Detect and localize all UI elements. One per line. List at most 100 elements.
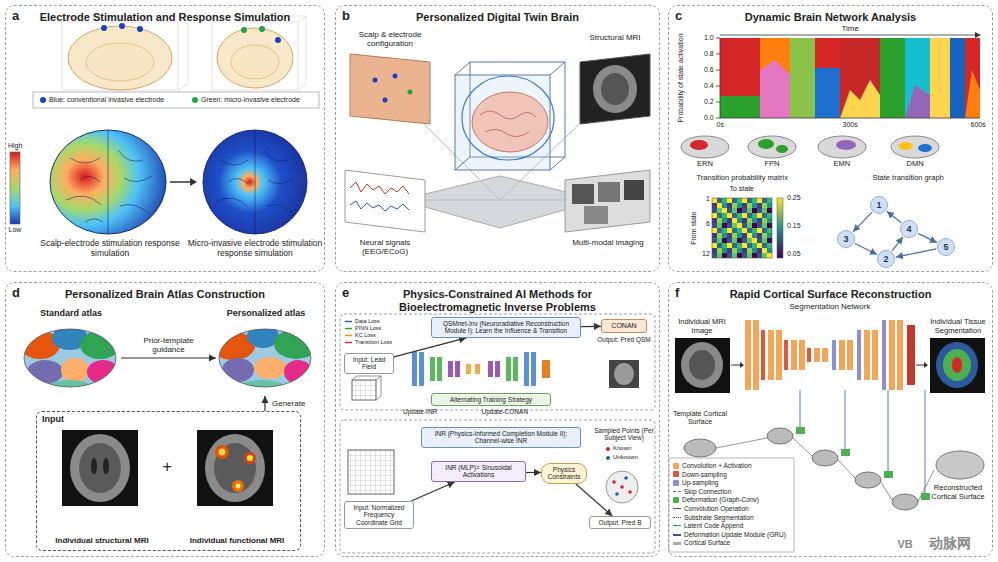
legend-item: Up-sampling [673,479,719,486]
tissue-segmentation-image [952,357,962,373]
connector [264,396,265,411]
network-layer [412,352,417,386]
functional-mri [247,455,253,461]
annotation-label: To state [730,185,755,193]
transparent-head [86,43,154,81]
cortical-surface [936,451,984,479]
legend-frame [669,458,794,552]
electrode-dot [101,25,107,31]
board-scalp [383,98,388,103]
chart-axis [720,38,980,118]
process-box: CONAN [601,319,647,333]
chart-axis [716,35,980,118]
mri-input-image [689,350,715,380]
annotation-label: 0.15 [787,222,801,230]
transition-heatmap [712,198,783,258]
loss-sample [345,321,352,322]
board-scalp [373,78,378,83]
sampled-points [606,447,610,451]
structural-mri [91,458,97,474]
network-brain-icon [681,136,729,158]
wireframe-cube [455,75,550,170]
annotation-label: Known [613,445,631,452]
functional-mri [197,430,273,506]
annotation-label: VB [898,538,913,551]
electrode-dot [137,26,143,32]
node-label: Input: Lead Field [348,356,390,371]
node-label: INR (Physics-Informed Completion Module … [425,430,577,445]
functional-mri [197,430,273,506]
connector [526,472,541,473]
panel-title: Electrode Stimulation and Response Simul… [22,11,308,24]
segmentation-layer [745,320,915,390]
connector [853,212,872,232]
annotation-label: Individual MRI Image [672,318,732,335]
segmentation-layer [907,325,915,385]
personalized-atlas-brain [211,324,318,396]
legend-sample [673,508,681,509]
flow-arrow [190,178,197,186]
annotation-label: Neural signals (EEG/ECoG) [340,238,430,256]
tissue-segmentation-image [930,338,985,393]
annotation-label: Time [842,24,859,33]
legend-item: Convolution + Activation [673,462,752,469]
annotation-label: 300s [843,121,858,129]
standard-atlas-brain [61,358,89,382]
annotation-label: FPN [765,160,780,169]
legend-text: Blue: conventional invasive electrode [49,96,164,104]
module-frame [340,314,655,553]
loss-sample [345,328,352,329]
legend-swatch [673,463,679,469]
electrode-dot [275,37,281,43]
sampled-points [624,476,628,480]
board-scalp [350,54,430,124]
legend-sample [673,534,681,536]
kspace-grid [348,450,394,494]
grid-box-lines [62,16,188,90]
brain-model [480,111,536,137]
legend-text: Deformation Update Module (GRU) [684,531,786,538]
stacked-area-chart [815,68,840,118]
legend-sample [673,491,681,492]
board-scalp [393,74,398,79]
segmentation-layer [784,340,788,370]
mri-image-box: Individual functional MRI [187,428,287,548]
network-layer [437,357,442,381]
node-label: 2 [883,254,888,264]
segmentation-layer [791,340,797,370]
edge-label: Generate [270,399,307,408]
personalized-atlas-brain [284,360,312,384]
board-mri [580,54,650,124]
annotation-label: 6 [706,220,710,228]
annotation-label: Output: Pred QSM [596,336,652,343]
lead-field-cube [352,380,376,400]
wireframe-cube [455,62,565,170]
network-brain-icon [899,142,913,150]
process-box: Input: Lead Field [344,353,394,374]
annotation-label: Reconstructed Cortical Surface [926,484,990,501]
panel-title: Rapid Cortical Surface Reconstruction [685,288,976,301]
board-mri [580,54,650,124]
stacked-area-chart [815,38,840,68]
annotation-label: Individual Tissue Segmentation [928,318,988,335]
legend-text: Latent Code Append [684,522,743,529]
personalized-atlas-brain [274,329,318,359]
board-scalp [350,54,430,124]
annotation-label: 0.2 [704,98,714,106]
legend-swatch [192,97,198,103]
functional-mri [236,484,241,489]
node-label: Standard atlas [21,308,121,318]
deformation-link [800,390,925,493]
legend-swatch [40,97,46,103]
stacked-area-chart [950,38,965,118]
atlas-outline [219,329,311,387]
electrode-dot [119,23,125,29]
legend-item: Substrate Segmentation [673,514,754,521]
time-arrow-head [975,32,981,38]
segmentation-layer [857,330,861,380]
brain-sulci [85,219,103,222]
board-mri [601,73,629,105]
atlas-image-box: Standard atlas [21,306,121,396]
panel-letter: e [342,286,349,301]
chart-axis [716,38,720,118]
